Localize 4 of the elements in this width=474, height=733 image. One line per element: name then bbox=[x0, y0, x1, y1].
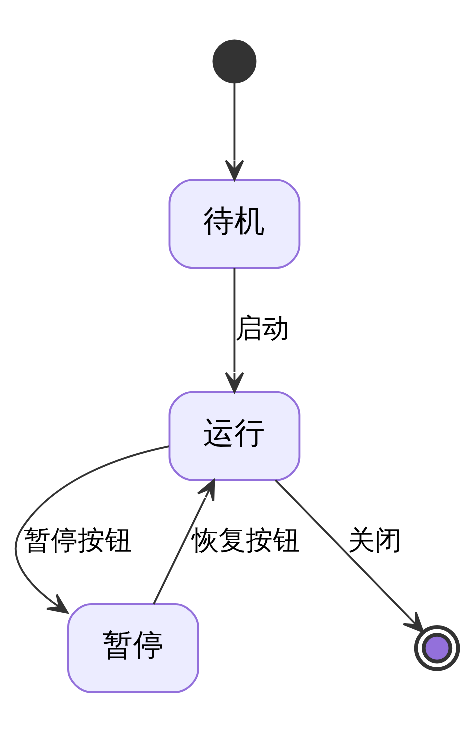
edge-label: 恢复按钮 bbox=[192, 525, 300, 556]
edge-label: 关闭 bbox=[348, 525, 402, 556]
edge-label: 暂停按钮 bbox=[24, 525, 132, 556]
edge-label: 启动 bbox=[235, 313, 290, 344]
